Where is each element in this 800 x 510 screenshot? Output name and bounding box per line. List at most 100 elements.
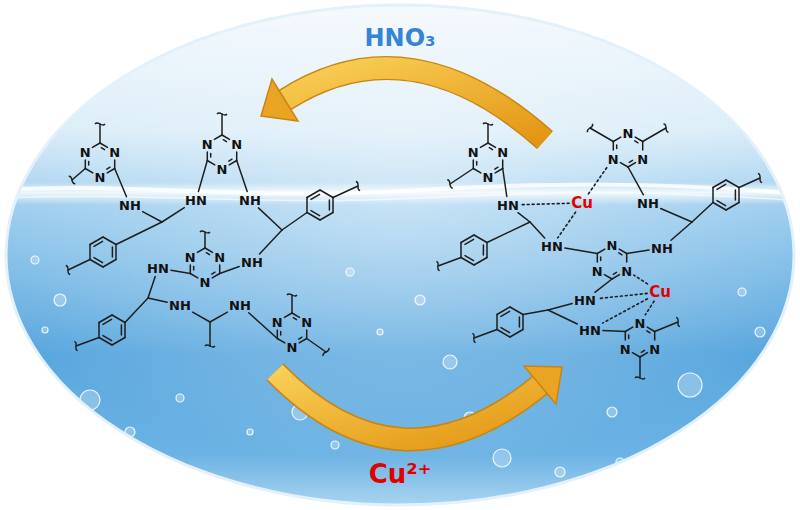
atom-label: NH [241,256,263,269]
wavy-bond-end [66,266,70,275]
wavy-bond-end [635,377,645,379]
double-bond-line [223,140,226,142]
metal-label: Cu [649,285,671,300]
double-bond-line [103,336,112,341]
double-bond-line [613,272,616,274]
ring-bond [114,160,116,169]
double-bond-line [193,267,195,271]
ring-bond [625,332,627,341]
bond-stub [221,114,223,135]
ring-bond [461,235,474,243]
bubble [678,373,702,397]
ring-bond [219,265,221,274]
ring-bond [642,142,644,151]
double-bond-line [629,160,632,162]
arrow-body [275,372,540,439]
bubble [738,288,746,296]
ring-bond [124,323,126,338]
ring-bond [92,143,100,147]
ring-bond [474,235,487,243]
sphere-rim [6,5,794,505]
wavy-bond-end [436,261,439,270]
atom-label: NH [239,194,261,207]
bubble [176,394,184,402]
wavy-bond-end [664,124,669,133]
ring-bond [480,143,488,147]
double-bond-line [476,162,478,166]
atom-label: N [287,341,298,354]
bubble [755,327,765,337]
single-bond [627,250,649,254]
ring-bond [107,169,115,173]
bubble [415,295,425,305]
atom-label: HN [185,194,207,207]
atom-label: N [592,264,603,277]
ring-bond [502,160,504,169]
wavy-bond-end [323,348,329,356]
atom-label: N [200,276,211,289]
atom-label: NH [637,197,659,210]
bond-stub [99,124,101,143]
ring-bond [597,249,605,253]
bond-stub [655,322,678,332]
ring-bond [497,307,510,315]
double-bond-line [280,332,282,336]
double-bond-line [94,258,103,263]
bubble [716,419,728,431]
coordination-bond [588,167,607,194]
ring-bond [713,203,726,211]
ring-bond [332,198,334,213]
ring-bond [496,315,498,330]
ring-bond [85,160,87,169]
atom-label: N [301,315,312,328]
double-bond-line [616,145,618,149]
ring-bond [207,152,209,161]
wavy-bond-end [587,124,593,133]
ring-bond [320,213,333,221]
atom-label: N [635,317,646,330]
arrow-head [524,366,562,404]
coordination-bond [521,203,569,204]
ring-bond [190,274,198,278]
double-bond-line [311,211,320,216]
ring-bond [100,143,108,147]
ring-bond [112,315,125,323]
bubble [42,327,48,333]
ring-bond [307,190,320,198]
bond-stub [333,186,358,198]
bubble [493,449,511,467]
wavy-bond-end [74,341,77,350]
atom-label: N [483,171,494,184]
double-bond-line [329,200,331,210]
reagent-label: HNO₃ [364,26,435,50]
coordination-bond [645,301,654,315]
bubble [555,467,565,477]
atom-label: N [217,163,228,176]
single-bond [148,276,155,298]
ring-bond [214,135,222,139]
single-bond [210,312,227,322]
ring-bond [625,327,633,331]
bond-stub [209,322,211,346]
wavy-bond-end [758,173,762,182]
ring-bond [190,265,192,274]
double-bond-line [635,141,638,143]
wavy-bond-end [287,294,297,296]
double-bond-line [212,272,215,274]
bubble [331,441,339,449]
atom-label: N [637,152,648,165]
atom-label: N [468,145,479,158]
arrow-body-outline [275,372,540,439]
wavy-bond-end [483,123,493,125]
bubble [377,329,383,335]
ring-bond [207,161,215,165]
coordination-bond [598,293,647,298]
double-bond-line [88,162,90,166]
wavy-bond-end [200,231,210,233]
double-bond-line [647,331,650,333]
bond-stub [307,339,326,353]
ring-bond [229,161,237,165]
double-bond-line [717,201,726,206]
ring-bond [474,258,487,266]
ring-bond [713,180,726,188]
